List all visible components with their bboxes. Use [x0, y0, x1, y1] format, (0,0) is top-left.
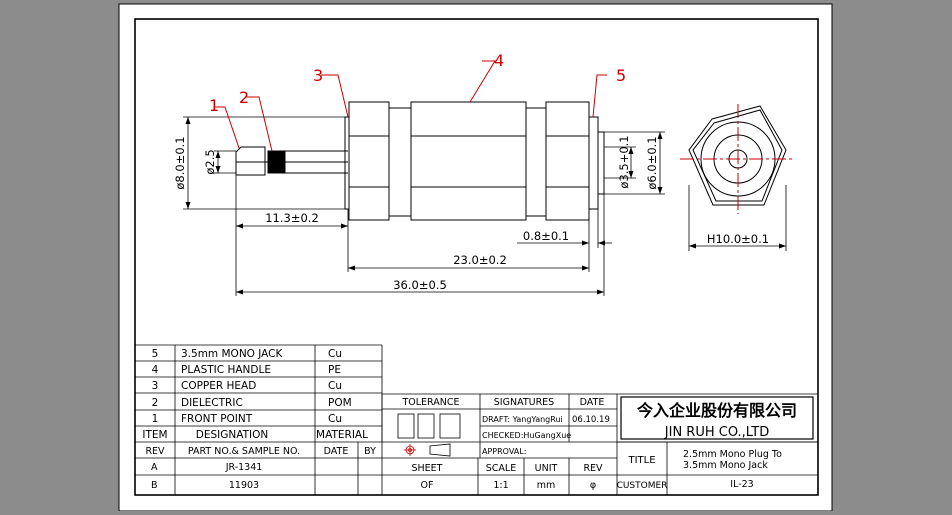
dimension-texts: ø8.0±0.1 ø2.5 11.3±0.2 0.8±0.1 23.0±0.2 …: [173, 135, 769, 292]
unit-value: mm: [537, 480, 556, 491]
rev-label: REV: [583, 463, 603, 474]
sheet-outer-border: [118, 3, 833, 512]
bom-header-designation: DESIGNATION: [196, 429, 268, 441]
rev-row-a-part: JR-1341: [225, 462, 263, 473]
title-line-2: 3.5mm Mono Jack: [683, 460, 768, 471]
bom-row-2-item: 2: [152, 397, 159, 409]
bom-row-1-material: Cu: [328, 413, 342, 425]
dim-jack-outer-dia: ø6.0±0.1: [645, 136, 659, 189]
bom-row-2-designation: DIELECTRIC: [181, 397, 243, 409]
callout-4: 4: [494, 51, 504, 70]
arrowheads: [185, 117, 786, 295]
rev-header-part: PART NO.& SAMPLE NO.: [188, 446, 300, 457]
callout-5: 5: [616, 66, 626, 85]
rev-row-a: A: [151, 462, 158, 473]
tolerance-label: TOLERANCE: [401, 397, 459, 408]
draft-date: 06.10.19: [572, 415, 610, 425]
title-block-texts: TOLERANCE SIGNATURES DATE DRAFT: YangYan…: [401, 397, 797, 491]
scale-value: 1:1: [493, 480, 508, 491]
bom-row-5-material: Cu: [328, 348, 342, 360]
dim-thread-gap: 0.8±0.1: [523, 229, 569, 243]
rev-header-date: DATE: [324, 446, 349, 457]
bom-row-5-item: 5: [152, 348, 159, 360]
rev-header-rev: REV: [145, 446, 165, 457]
rev-row-b-part: 11903: [229, 480, 259, 491]
date-label: DATE: [580, 397, 605, 408]
customer-label: CUSTOMER: [617, 481, 668, 491]
checked-label: CHECKED:HuGangXue: [482, 431, 571, 440]
bom-row-3-designation: COPPER HEAD: [181, 380, 256, 392]
bom-row-4-item: 4: [152, 364, 159, 376]
rev-row-b: B: [151, 480, 158, 491]
dim-hex-size: H10.0±0.1: [707, 232, 769, 246]
title-block-grid: [135, 393, 818, 495]
jack-nose: [597, 131, 605, 195]
end-view-hex: [680, 104, 793, 214]
bom-row-1-item: 1: [152, 413, 159, 425]
company-name-cn: 今入企业股份有限公司: [636, 401, 797, 420]
dim-body-length: 23.0±0.2: [453, 253, 507, 267]
bom-row-3-item: 3: [152, 380, 159, 392]
bom-row-4-designation: PLASTIC HANDLE: [181, 364, 271, 376]
callout-3: 3: [313, 66, 323, 85]
callout-leaders: [215, 60, 607, 152]
customer-value: IL-23: [730, 479, 753, 490]
revision-texts: REV PART NO.& SAMPLE NO. DATE BY A JR-13…: [145, 446, 376, 491]
callout-numbers: 1 2 3 4 5: [209, 51, 626, 115]
tolerance-table-lines: [397, 413, 461, 439]
dim-total-length: 36.0±0.5: [393, 278, 447, 292]
scale-label: SCALE: [486, 463, 516, 474]
sheet-inner-border: [134, 18, 819, 496]
bom-table: [135, 344, 383, 442]
title-label: TITLE: [627, 455, 655, 466]
dimension-lines: [183, 116, 787, 296]
unit-label: UNIT: [535, 463, 558, 474]
sheet-label: SHEET: [412, 463, 443, 474]
dim-body-dia: ø8.0±0.1: [173, 136, 187, 189]
plug-tip: [235, 146, 266, 176]
dim-plug-head-dia: ø2.5: [203, 149, 217, 174]
bom-row-4-material: PE: [328, 364, 341, 376]
signatures-label: SIGNATURES: [494, 397, 554, 408]
rev-header-by: BY: [364, 446, 376, 457]
projection-symbol: [404, 443, 451, 457]
hex-outline: [688, 105, 787, 206]
sheet-value: OF: [421, 480, 434, 491]
callout-2: 2: [239, 88, 249, 107]
callout-1: 1: [209, 96, 219, 115]
bom-header-material: MATERIAL: [316, 429, 368, 441]
company-name-en: JIN RUH CO.,LTD: [664, 425, 769, 440]
bom-row-3-material: Cu: [328, 380, 342, 392]
bom-row-5-designation: 3.5mm MONO JACK: [181, 348, 284, 360]
hex-inner: [692, 109, 783, 202]
bom-texts: 5 3.5mm MONO JACK Cu 4 PLASTIC HANDLE PE…: [142, 348, 368, 441]
bom-row-1-designation: FRONT POINT: [181, 413, 253, 425]
company-logo-frame: [620, 396, 814, 440]
dim-plug-length: 11.3±0.2: [265, 211, 319, 225]
side-view: [235, 101, 605, 221]
draft-label: DRAFT: YangYangRui: [482, 415, 563, 424]
rev-value: φ: [590, 480, 596, 491]
approval-label: APPROVAL:: [482, 447, 526, 456]
bom-row-2-material: POM: [328, 397, 352, 409]
bom-header-item: ITEM: [142, 429, 167, 441]
title-line-1: 2.5mm Mono Plug To: [683, 449, 782, 460]
dim-jack-inner-dia: ø3.5+0.1: [617, 135, 631, 188]
